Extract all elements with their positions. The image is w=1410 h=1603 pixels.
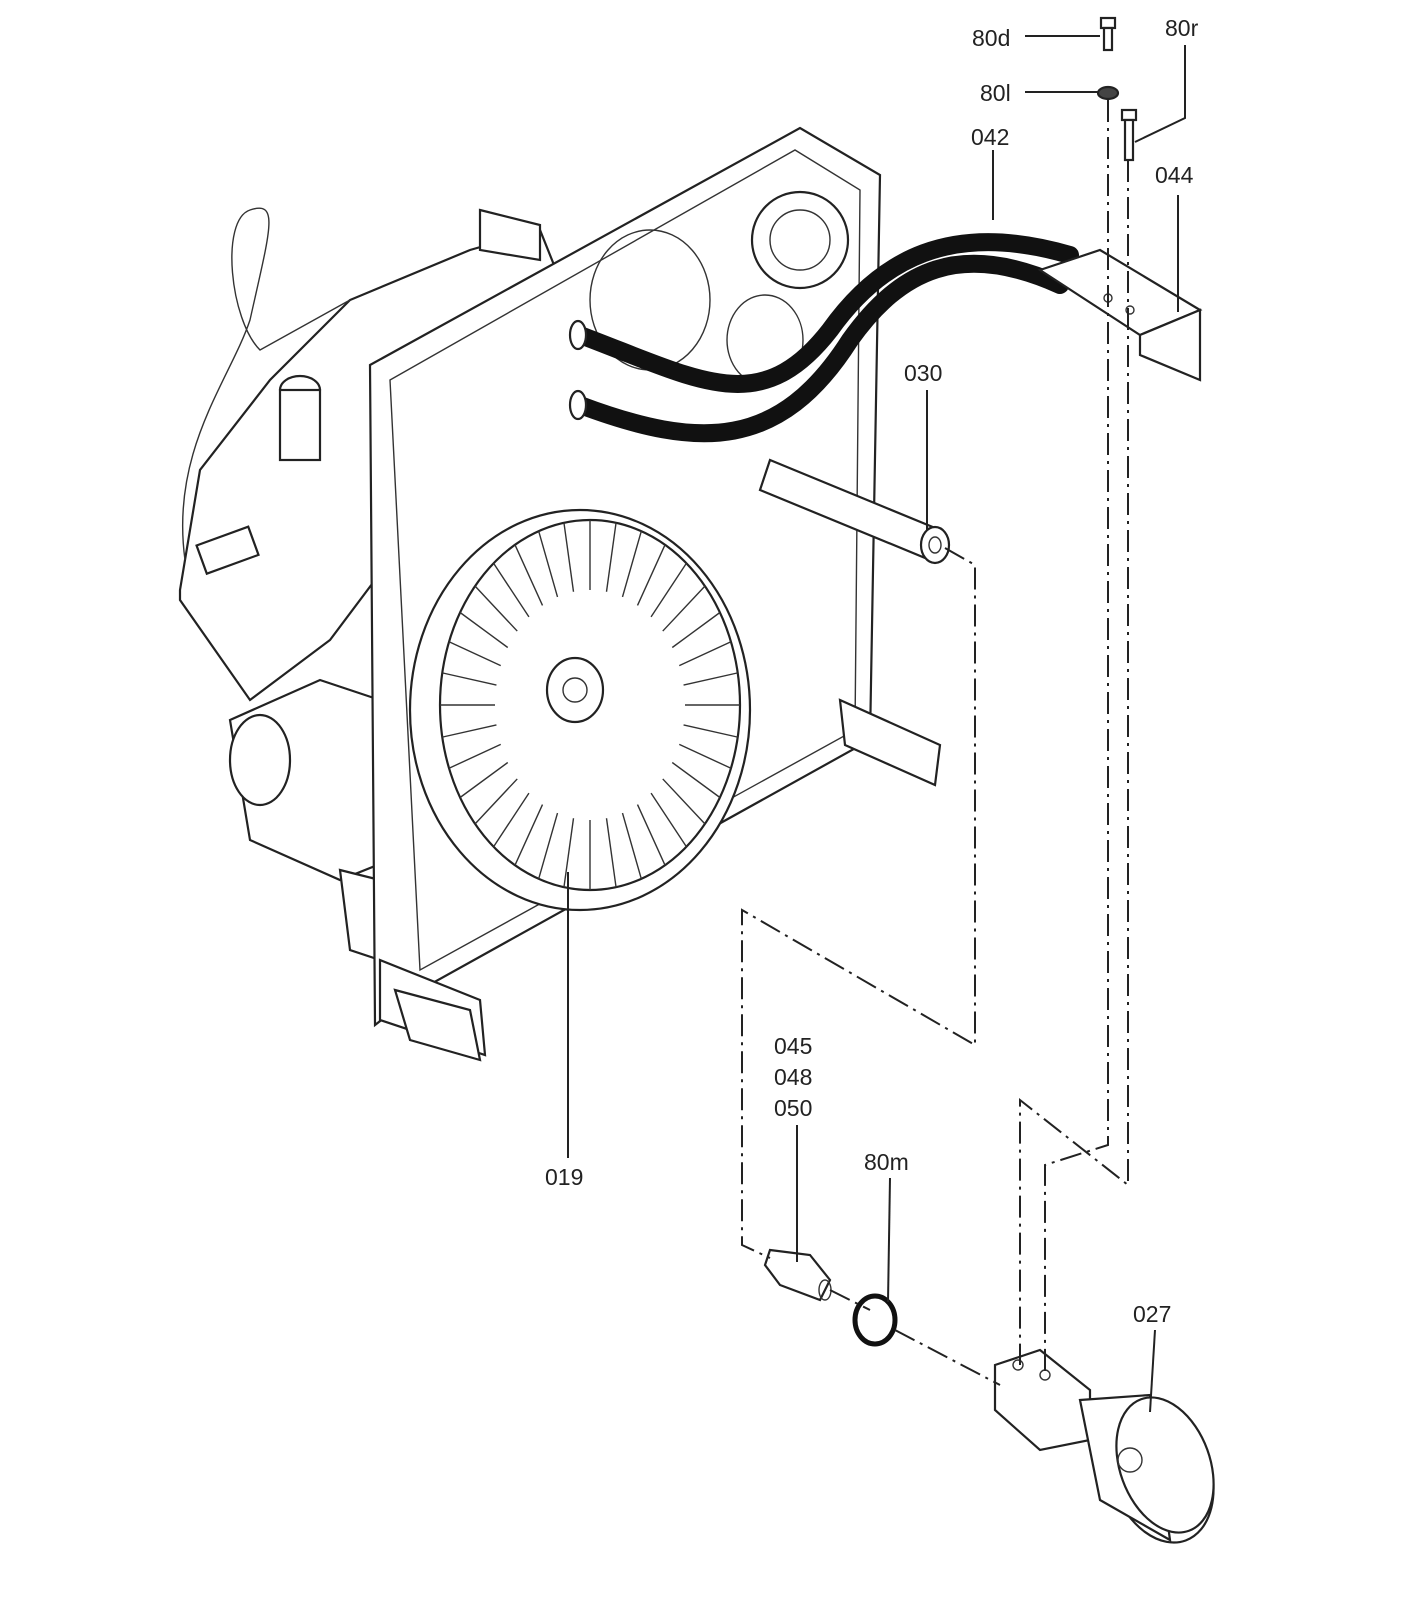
- fan-blade: [671, 761, 721, 799]
- fan-blade: [459, 611, 509, 649]
- fan-blade: [563, 818, 575, 888]
- label-044: 044: [1155, 162, 1194, 188]
- o-ring: [852, 1293, 898, 1347]
- fan-blade: [474, 778, 518, 825]
- label-027: 027: [1133, 1301, 1171, 1327]
- fan-blade: [678, 641, 732, 667]
- fan-blade: [621, 530, 642, 598]
- leader-lines: [567, 35, 1186, 1413]
- fan-blade: [563, 522, 575, 592]
- tube: [758, 458, 951, 565]
- fan-blade: [492, 562, 530, 618]
- fan-blade: [514, 804, 544, 866]
- nozzle: [763, 1248, 832, 1302]
- bracket: [1037, 248, 1203, 382]
- fan-blade: [448, 641, 502, 667]
- label-019: 019: [545, 1164, 583, 1190]
- fan-blade: [605, 522, 617, 592]
- fan-blade: [621, 812, 642, 880]
- fan-blade: [671, 611, 721, 649]
- fan-blade: [442, 724, 497, 738]
- assembly-lines: [741, 100, 1129, 1386]
- washer-80l: [1096, 85, 1120, 101]
- fan-blade: [605, 818, 617, 888]
- label-048: 048: [774, 1064, 812, 1090]
- fan-blade: [650, 792, 688, 848]
- fan-blade: [514, 544, 544, 606]
- screw-80r: [1120, 108, 1138, 162]
- label-050: 050: [774, 1095, 812, 1121]
- label-80r: 80r: [1165, 15, 1199, 41]
- label-80l: 80l: [980, 80, 1011, 106]
- label-042: 042: [971, 124, 1009, 150]
- label-045: 045: [774, 1033, 812, 1059]
- ignition-cables: [568, 233, 1079, 443]
- fan-blade: [442, 672, 497, 686]
- fan-blade: [492, 792, 530, 848]
- fan-blade: [636, 804, 666, 866]
- fan-blade: [683, 672, 738, 686]
- fan-blade: [662, 585, 706, 632]
- fan-blade: [459, 761, 509, 799]
- label-80m: 80m: [864, 1149, 909, 1175]
- screw-80d: [1099, 16, 1117, 52]
- diffuser: [993, 1348, 1215, 1544]
- fan-blade: [448, 743, 502, 769]
- fan-blade: [683, 724, 738, 738]
- fan-blade: [636, 544, 666, 606]
- label-80d: 80d: [972, 25, 1010, 51]
- fan-blade: [678, 743, 732, 769]
- fan-blade: [538, 812, 559, 880]
- fan-blade: [662, 778, 706, 825]
- label-030: 030: [904, 360, 942, 386]
- fan-blade: [474, 585, 518, 632]
- fan-blade: [538, 530, 559, 598]
- fan-wheel: [408, 508, 752, 912]
- fan-blade: [650, 562, 688, 618]
